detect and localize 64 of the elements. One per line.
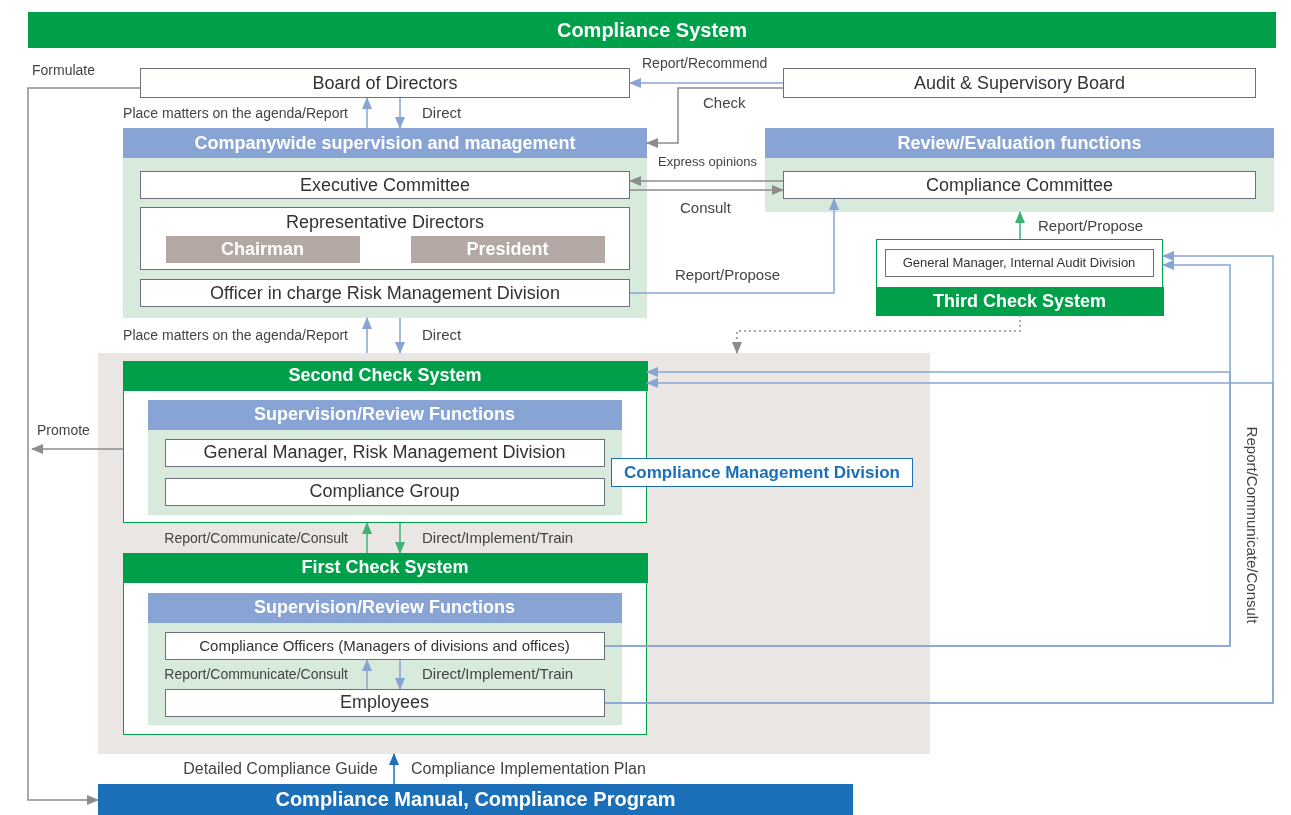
org-box: Compliance Group	[164, 477, 605, 506]
org-box: Compliance Officers (Managers of divisions and offices)	[164, 631, 605, 660]
function-panel	[765, 128, 1274, 212]
arrow	[31, 444, 124, 454]
arrow	[389, 753, 399, 785]
arrow	[395, 97, 405, 129]
org-box: Executive Committee	[140, 171, 630, 199]
function-panel	[123, 128, 647, 318]
title-bar: Compliance System	[28, 12, 1276, 48]
org-box: General Manager, Risk Management Division	[164, 438, 605, 467]
function-panel	[147, 592, 622, 725]
arrow	[395, 317, 405, 354]
division-box: Compliance Management Division	[611, 458, 913, 487]
edge-label: Report/Communicate/Consult	[1243, 424, 1261, 626]
org-box: Board of Directors	[140, 68, 630, 98]
panel-header: Review/Evaluation functions	[765, 128, 1274, 158]
note-label: Detailed Compliance Guide	[181, 759, 380, 779]
edge-label: Report/Communicate/Consult	[162, 665, 350, 683]
arrow	[27, 87, 141, 805]
panel-header: First Check System	[122, 552, 648, 583]
arrow	[629, 176, 784, 186]
edge-label: Report/Propose	[1036, 217, 1146, 235]
check-system-panel	[876, 239, 1163, 315]
org-box: General Manager, Internal Audit Division	[884, 248, 1154, 277]
panel-header: Companywide supervision and management	[123, 128, 647, 158]
org-box: Compliance Committee	[783, 171, 1256, 199]
directors-box	[140, 207, 630, 270]
edge-label: Place matters on the agenda/Report	[121, 326, 350, 344]
arrow	[1015, 211, 1025, 240]
arrow	[395, 522, 405, 554]
function-panel	[147, 399, 622, 515]
arrow	[629, 185, 784, 195]
org-box: Employees	[164, 688, 605, 717]
background-area	[98, 353, 930, 754]
panel-header: Supervision/Review Functions	[147, 399, 622, 430]
arrow	[604, 367, 1231, 647]
edge-label: Report/Communicate/Consult	[162, 529, 350, 547]
check-system-panel	[123, 553, 647, 735]
edge-label: Place matters on the agenda/Report	[121, 104, 350, 122]
arrow	[646, 87, 784, 148]
note-label: Compliance Implementation Plan	[409, 759, 648, 779]
role-tag: President	[410, 235, 605, 263]
manual-bar: Compliance Manual, Compliance Program	[98, 784, 853, 815]
edge-label: Direct/Implement/Train	[420, 665, 576, 683]
arrow	[362, 522, 372, 554]
org-box: Audit & Supervisory Board	[783, 68, 1256, 98]
panel-header: Supervision/Review Functions	[147, 592, 622, 623]
arrow	[629, 198, 839, 294]
arrow	[629, 78, 784, 88]
arrow	[362, 97, 372, 129]
panel-header: Second Check System	[122, 360, 648, 391]
edge-label: Direct/Implement/Train	[420, 529, 576, 547]
panel-header: Third Check System	[875, 286, 1164, 316]
edge-label: Express opinions	[656, 154, 759, 170]
role-tag: Chairman	[165, 235, 360, 263]
edge-label: Report/Recommend	[640, 54, 770, 72]
arrow	[732, 314, 1021, 354]
arrow	[362, 659, 372, 690]
arrow	[604, 378, 1274, 704]
arrow	[395, 659, 405, 690]
org-box: Officer in charge Risk Management Division	[140, 279, 630, 307]
edge-label: Report/Propose	[673, 266, 783, 284]
arrow	[362, 317, 372, 354]
box-title: Representative Directors	[284, 212, 486, 233]
